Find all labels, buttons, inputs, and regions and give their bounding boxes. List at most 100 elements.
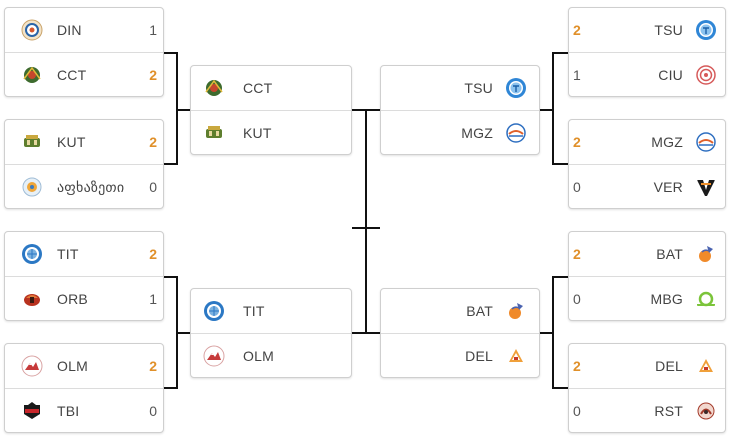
cct-logo-icon: [203, 77, 225, 99]
connector-line: [540, 109, 554, 111]
ver-logo-icon: [695, 176, 717, 198]
team-name: OLM: [243, 348, 274, 364]
cct-logo-icon: [21, 64, 43, 86]
team-name: DEL: [655, 358, 683, 374]
divider: [5, 52, 163, 53]
team-name: BAT: [466, 303, 493, 319]
team-row[interactable]: 0 RST: [569, 389, 725, 433]
divider: [5, 164, 163, 165]
team-row[interactable]: KUT: [191, 111, 351, 155]
divider: [381, 333, 539, 334]
team-name: CCT: [57, 67, 87, 83]
team-row[interactable]: OLM: [191, 334, 351, 378]
team-score: 1: [573, 67, 581, 83]
team-row[interactable]: TIT: [191, 289, 351, 333]
connector-line: [176, 109, 190, 111]
team-score: 2: [149, 358, 157, 374]
kut-logo-icon: [203, 122, 225, 144]
matchup-r2-right-2[interactable]: BAT DEL: [380, 288, 540, 378]
connector-line: [164, 163, 178, 165]
team-row[interactable]: ORB 1: [5, 277, 163, 321]
team-name: აფხაზეთი: [57, 178, 125, 195]
team-score: 0: [149, 179, 157, 195]
team-name: KUT: [243, 125, 272, 141]
team-name: RST: [654, 403, 683, 419]
team-score: 0: [573, 403, 581, 419]
team-row[interactable]: CCT 2: [5, 53, 163, 97]
team-name: MGZ: [461, 125, 493, 141]
team-row[interactable]: KUT 2: [5, 120, 163, 164]
connector-line: [552, 276, 568, 278]
team-row[interactable]: CCT: [191, 66, 351, 110]
olm-logo-icon: [203, 345, 225, 367]
team-name: TIT: [57, 246, 79, 262]
team-row[interactable]: 0 VER: [569, 165, 725, 209]
team-row[interactable]: TSU: [381, 66, 539, 110]
matchup-r1-right-2[interactable]: 2 MGZ 0 VER: [568, 119, 726, 209]
kut-logo-icon: [21, 131, 43, 153]
tit-logo-icon: [21, 243, 43, 265]
team-score: 2: [573, 22, 581, 38]
connector-line: [365, 109, 367, 334]
matchup-r1-left-3[interactable]: TIT 2 ORB 1: [4, 231, 164, 321]
matchup-r1-left-2[interactable]: KUT 2 აფხაზეთი 0: [4, 119, 164, 209]
team-name: MGZ: [651, 134, 683, 150]
connector-line: [552, 163, 568, 165]
team-name: BAT: [656, 246, 683, 262]
matchup-r1-left-1[interactable]: DIN 1 CCT 2: [4, 7, 164, 97]
connector-line: [164, 387, 178, 389]
team-name: OLM: [57, 358, 88, 374]
team-row[interactable]: 2 MGZ: [569, 120, 725, 164]
team-score: 2: [149, 134, 157, 150]
team-row[interactable]: DEL: [381, 334, 539, 378]
connector-line: [552, 387, 568, 389]
bat-logo-icon: [695, 243, 717, 265]
team-row[interactable]: TIT 2: [5, 232, 163, 276]
team-score: 2: [149, 67, 157, 83]
matchup-r1-left-4[interactable]: OLM 2 TBI 0: [4, 343, 164, 433]
connector-line: [164, 52, 178, 54]
team-row[interactable]: 1 CIU: [569, 53, 725, 97]
rst-logo-icon: [695, 400, 717, 422]
divider: [5, 388, 163, 389]
team-name: ORB: [57, 291, 88, 307]
team-row[interactable]: OLM 2: [5, 344, 163, 388]
team-name: VER: [653, 179, 683, 195]
matchup-r1-right-4[interactable]: 2 DEL 0 RST: [568, 343, 726, 433]
mbg-logo-icon: [695, 288, 717, 310]
team-row[interactable]: BAT: [381, 289, 539, 333]
divider: [381, 110, 539, 111]
team-score: 1: [149, 22, 157, 38]
divider: [569, 388, 725, 389]
team-name: MBG: [650, 291, 683, 307]
divider: [569, 164, 725, 165]
connector-line: [552, 52, 568, 54]
team-row[interactable]: 2 DEL: [569, 344, 725, 388]
team-row[interactable]: 2 TSU: [569, 8, 725, 52]
matchup-r2-right-1[interactable]: TSU MGZ: [380, 65, 540, 155]
team-row[interactable]: 0 MBG: [569, 277, 725, 321]
team-score: 0: [149, 403, 157, 419]
matchup-r2-left-1[interactable]: CCT KUT: [190, 65, 352, 155]
team-score: 2: [149, 246, 157, 262]
tbi-logo-icon: [21, 400, 43, 422]
matchup-r1-right-3[interactable]: 2 BAT 0 MBG: [568, 231, 726, 321]
team-score: 2: [573, 358, 581, 374]
matchup-r1-right-1[interactable]: 2 TSU 1 CIU: [568, 7, 726, 97]
din-logo-icon: [21, 19, 43, 41]
team-name: CCT: [243, 80, 273, 96]
matchup-r2-left-2[interactable]: TIT OLM: [190, 288, 352, 378]
connector-line: [176, 52, 178, 165]
team-row[interactable]: TBI 0: [5, 389, 163, 433]
connector-line: [176, 332, 190, 334]
team-score: 1: [149, 291, 157, 307]
ciu-logo-icon: [695, 64, 717, 86]
tsu-logo-icon: [505, 77, 527, 99]
team-row[interactable]: 2 BAT: [569, 232, 725, 276]
team-name: TIT: [243, 303, 265, 319]
team-row[interactable]: აფხაზეთი 0: [5, 165, 163, 209]
team-row[interactable]: DIN 1: [5, 8, 163, 52]
orb-logo-icon: [21, 288, 43, 310]
team-row[interactable]: MGZ: [381, 111, 539, 155]
team-score: 0: [573, 179, 581, 195]
